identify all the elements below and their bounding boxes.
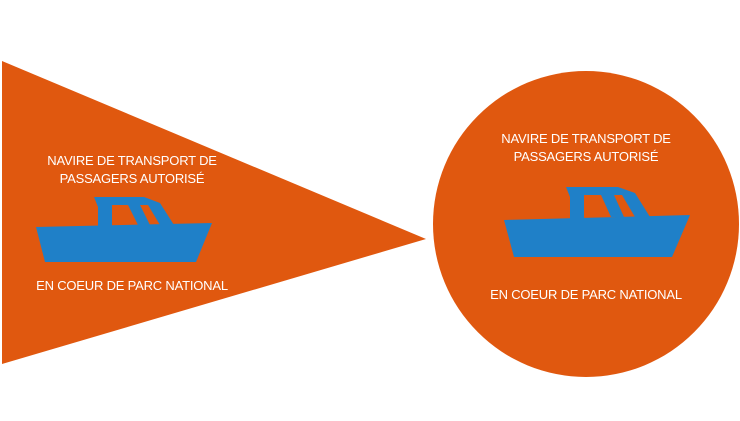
pennant-title-line1: NAVIRE DE TRANSPORT DE [47, 153, 217, 168]
disc-title: NAVIRE DE TRANSPORT DE PASSAGERS AUTORIS… [466, 130, 706, 166]
disc-title-line2: PASSAGERS AUTORISÉ [513, 149, 659, 164]
motor-boat-icon [36, 197, 212, 262]
pennant-flag-shape [2, 61, 426, 364]
disc-title-line1: NAVIRE DE TRANSPORT DE [501, 131, 671, 146]
disc-subtitle: EN COEUR DE PARC NATIONAL [490, 287, 682, 302]
motor-boat-icon [504, 187, 690, 257]
pennant-subtitle: EN COEUR DE PARC NATIONAL [36, 278, 228, 293]
pennant-title-line2: PASSAGERS AUTORISÉ [59, 171, 205, 186]
pennant-title: NAVIRE DE TRANSPORT DE PASSAGERS AUTORIS… [22, 152, 242, 188]
